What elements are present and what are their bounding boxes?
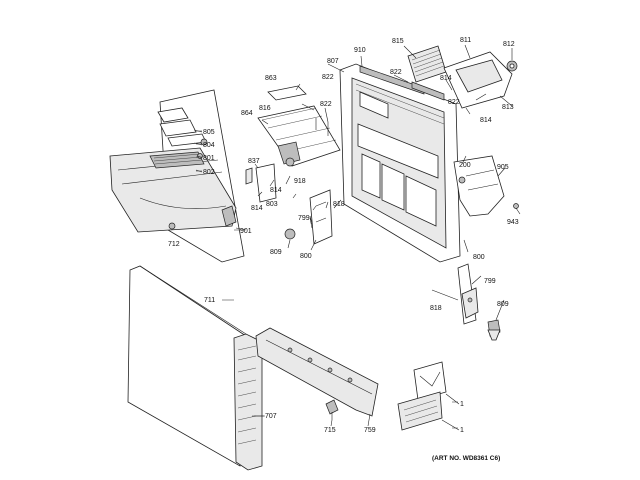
part-label: 1 (460, 401, 464, 408)
part-label: 822 (390, 69, 402, 76)
part-label: 812 (503, 41, 515, 48)
part-label: 901 (240, 228, 252, 235)
part-label: 809 (497, 301, 509, 308)
control-bracket-assembly (245, 85, 341, 245)
literature-items (397, 361, 447, 431)
part-label: 805 (203, 129, 215, 136)
part-label: 863 (265, 75, 277, 82)
part-label: 818 (430, 305, 442, 312)
control-panel-assembly (109, 89, 245, 263)
part-label: 864 (241, 110, 253, 117)
part-label: 801 (203, 155, 215, 162)
part-label: 943 (507, 219, 519, 226)
part-label: 918 (294, 178, 306, 185)
part-label: 814 (270, 187, 282, 194)
part-label: 811 (460, 37, 471, 44)
part-label: 800 (473, 254, 485, 261)
part-label: 799 (298, 215, 310, 222)
part-label: 822 (320, 101, 332, 108)
part-label: 814 (440, 75, 452, 82)
part-label: 807 (327, 58, 339, 65)
part-label: 815 (392, 38, 404, 45)
part-label: 707 (265, 413, 277, 420)
part-label: 803 (266, 201, 278, 208)
part-callouts: 910 815 811 812 807 822 814 822 813 814 … (168, 37, 519, 434)
hinge-assembly (457, 263, 501, 341)
part-label: 1 (460, 427, 464, 434)
part-label: 822 (322, 74, 334, 81)
vent-assembly (407, 45, 519, 217)
part-label: 813 (502, 104, 514, 111)
part-label: 905 (497, 164, 509, 171)
part-label: 822 (448, 99, 460, 106)
part-label: 802 (203, 169, 215, 176)
part-label: 711 (204, 297, 215, 304)
inner-door-panel (339, 63, 461, 263)
part-label: 200 (459, 162, 471, 169)
part-label: 712 (168, 241, 180, 248)
part-label: 804 (203, 142, 215, 149)
part-label: 910 (354, 47, 366, 54)
door-trim-assembly (255, 327, 379, 420)
part-label: 809 (270, 249, 282, 256)
part-label: 715 (324, 427, 336, 434)
art-number: (ART NO. WD8361 C6) (432, 455, 500, 462)
part-label: 800 (300, 253, 312, 260)
part-label: 814 (480, 117, 492, 124)
outer-door (127, 265, 263, 471)
part-label: 837 (248, 158, 260, 165)
part-label: 759 (364, 427, 376, 434)
part-label: 816 (259, 105, 271, 112)
label-dashes (196, 130, 458, 429)
part-label: 814 (251, 205, 263, 212)
part-label: 818 (333, 201, 345, 208)
part-label: 799 (484, 278, 496, 285)
